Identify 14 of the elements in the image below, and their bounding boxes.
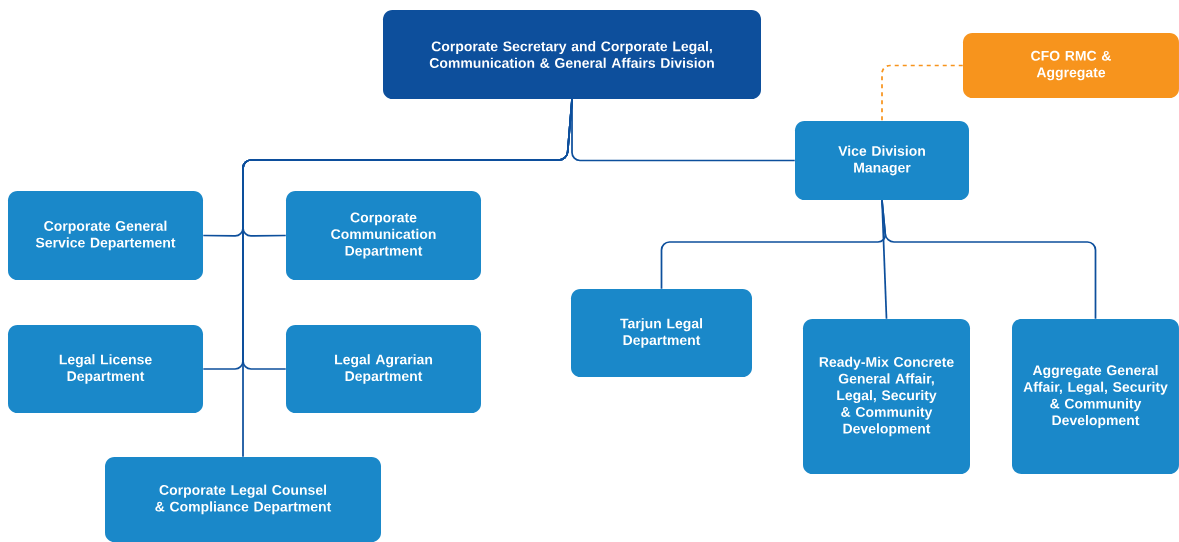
department-box: Corporate Secretary and Corporate Legal, Communication & General Affairs Division — [383, 10, 761, 99]
department-box: Legal Agrarian Department — [286, 325, 481, 413]
department-box: Vice Division Manager — [795, 121, 969, 200]
connector-line — [881, 199, 1097, 320]
department-box: Ready-Mix Concrete General Affair, Legal, Security & Community Development — [803, 319, 970, 474]
connector-line — [242, 98, 573, 458]
department-box: Tarjun Legal Department — [571, 289, 752, 377]
department-box: CFO RMC & Aggregate — [963, 33, 1179, 98]
connector-line — [881, 64, 964, 122]
department-box: Corporate Communication Department — [286, 191, 481, 280]
department-box: Corporate Legal Counsel & Compliance Department — [105, 457, 381, 542]
department-box: Corporate General Service Departement — [8, 191, 203, 280]
department-box: Aggregate General Affair, Legal, Security & Community Development — [1012, 319, 1179, 474]
department-box: Legal License Department — [8, 325, 203, 413]
